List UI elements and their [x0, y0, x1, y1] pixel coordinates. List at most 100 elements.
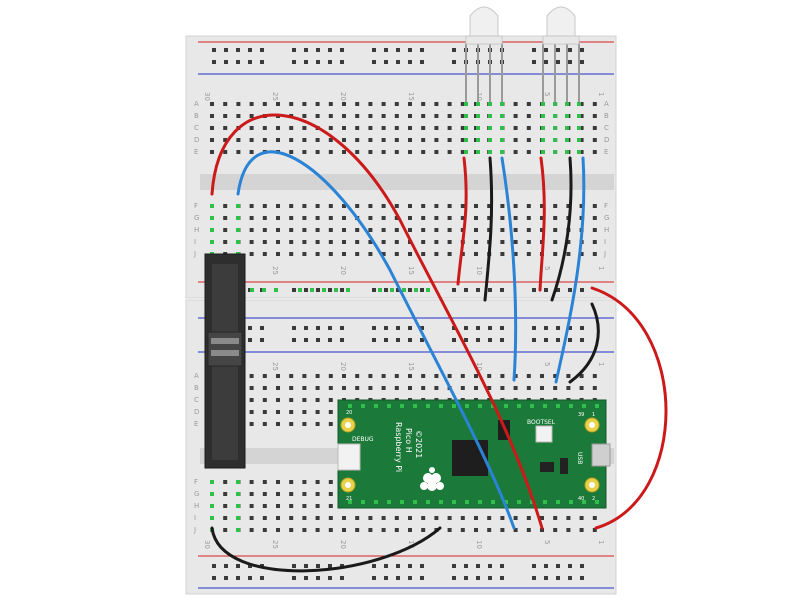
breadboard-hole — [315, 492, 320, 496]
breadboard-hole — [368, 216, 373, 220]
wire-blue[interactable] — [554, 156, 586, 384]
breadboard-hole — [408, 126, 412, 130]
rail-hole — [452, 48, 456, 52]
active-hole — [210, 204, 214, 208]
active-hole — [577, 102, 581, 106]
breadboard-hole — [460, 528, 465, 532]
active-hole — [464, 138, 468, 142]
row-letter: B — [194, 112, 199, 120]
raspberry-pi-pico[interactable]: DEBUG Raspberry Pi Pico H ©2021 BOOTSEL … — [337, 399, 611, 509]
breadboard-hole — [592, 374, 597, 378]
led-dome — [546, 6, 576, 41]
breadboard-hole — [289, 126, 294, 130]
breadboard-hole — [355, 150, 360, 154]
breadboard-hole — [394, 150, 399, 154]
active-hole — [210, 240, 214, 244]
breadboard-hole — [302, 374, 307, 378]
wire-black[interactable] — [568, 302, 600, 384]
breadboard-hole — [262, 492, 267, 496]
rail-hole — [556, 576, 560, 580]
wire-black[interactable] — [483, 156, 494, 302]
pico-pin — [439, 404, 443, 408]
breadboard-hole — [513, 150, 518, 154]
breadboard-hole — [223, 138, 228, 142]
breadboard-hole — [223, 114, 228, 118]
mount-hole-center — [345, 422, 351, 428]
rail-hole — [568, 288, 572, 292]
active-hole — [236, 504, 240, 508]
breadboard-hole — [355, 386, 360, 390]
breadboard-hole — [328, 480, 333, 484]
row-letters-top: A B C D E F G H I J A B C D E F G H I J — [193, 100, 609, 258]
column-number: 15 — [407, 362, 415, 371]
breadboard-hole — [368, 252, 373, 256]
pico-pin — [387, 404, 391, 408]
active-hole — [464, 150, 468, 154]
active-hole — [553, 150, 557, 154]
rail-hole — [316, 48, 320, 52]
wire-red[interactable] — [210, 113, 544, 530]
breadboard-hole — [289, 150, 294, 154]
breadboard-hole — [434, 516, 439, 520]
wire-black[interactable] — [550, 156, 573, 302]
active-hole — [541, 126, 545, 130]
rail-hole — [248, 326, 252, 330]
breadboard-hole — [579, 386, 584, 390]
rail-hole — [212, 564, 216, 568]
active-hole — [210, 504, 214, 508]
breadboard-hole — [500, 240, 505, 244]
rail-hole — [212, 48, 216, 52]
rgb-led-1[interactable] — [465, 6, 503, 102]
bootsel-button[interactable] — [535, 425, 553, 443]
breadboard-hole — [302, 410, 307, 414]
breadboard-hole — [276, 204, 280, 208]
breadboard-hole — [592, 516, 597, 520]
breadboard-hole — [579, 114, 584, 118]
breadboard-hole — [474, 516, 478, 520]
rail-hole — [452, 326, 456, 330]
active-hole — [500, 150, 504, 154]
rail-hole — [544, 288, 548, 292]
breadboard-hole — [315, 422, 320, 426]
rgb-led-2[interactable] — [542, 6, 580, 102]
column-number: 20 — [339, 92, 347, 101]
breadboard-hole — [223, 150, 228, 154]
rail-hole — [316, 338, 320, 342]
breadboard-hole — [553, 216, 558, 220]
pico-pin — [426, 404, 430, 408]
usb-port[interactable] — [591, 443, 611, 467]
breadboard-hole — [276, 228, 280, 232]
rail-hole — [556, 326, 560, 330]
rail-hole — [568, 48, 572, 52]
breadboard-hole — [408, 114, 412, 118]
breadboard-hole — [592, 240, 597, 244]
pico-pin — [530, 500, 534, 504]
breadboard-hole — [289, 516, 294, 520]
wire-red[interactable] — [456, 156, 468, 286]
slider-knob[interactable] — [207, 331, 243, 367]
wire-red[interactable] — [590, 286, 668, 530]
slide-potentiometer[interactable] — [204, 253, 246, 469]
wire-black[interactable] — [210, 526, 442, 573]
column-number: 5 — [543, 540, 551, 544]
breadboard-hole — [408, 102, 412, 106]
wire-blue[interactable] — [500, 156, 518, 382]
breadboard-hole — [487, 516, 492, 520]
active-hole — [250, 288, 254, 292]
breadboard-hole — [487, 386, 492, 390]
pin-number: 2 — [592, 496, 595, 502]
breadboard-hole — [434, 228, 439, 232]
breadboard-hole — [460, 516, 465, 520]
active-hole — [236, 240, 240, 244]
pico-pin — [543, 500, 547, 504]
rail-hole — [304, 326, 308, 330]
breadboard-hole — [579, 252, 584, 256]
breadboard-hole — [223, 102, 228, 106]
pico-pin — [374, 500, 378, 504]
wire-red[interactable] — [538, 156, 546, 292]
breadboard-hole — [342, 386, 346, 390]
breadboard-hole — [328, 240, 333, 244]
wire-blue[interactable] — [236, 150, 516, 530]
rail-hole — [372, 576, 376, 580]
active-hole — [210, 492, 214, 496]
